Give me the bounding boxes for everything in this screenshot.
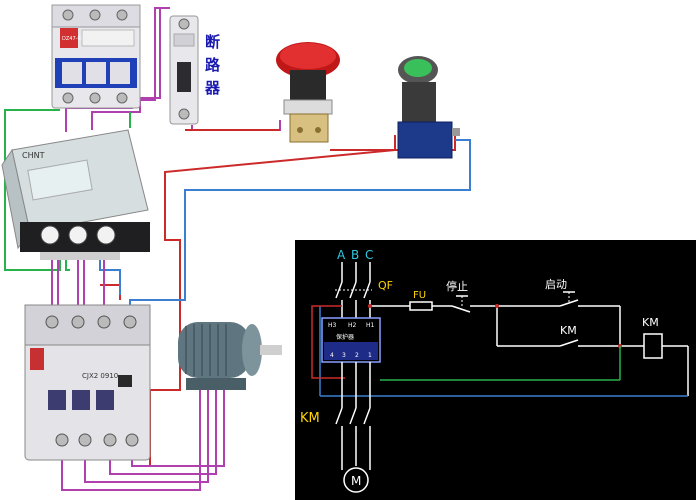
schematic-panel bbox=[295, 240, 696, 500]
motor-icon bbox=[178, 322, 282, 390]
breaker-caption-3: 器 bbox=[204, 79, 221, 97]
breaker-small-label: DZ47-60 bbox=[62, 36, 84, 42]
km-aux-label: KM bbox=[560, 324, 577, 337]
phase-c-label: C bbox=[365, 248, 373, 262]
stop-label: 停止 bbox=[446, 279, 468, 293]
stop-button-icon bbox=[276, 42, 340, 143]
h2-label: H2 bbox=[348, 322, 357, 329]
breaker-caption-1: 断 bbox=[205, 33, 220, 51]
contactor-model: CJX2 0910 bbox=[82, 372, 118, 380]
protector-brand: CHNT bbox=[22, 151, 45, 160]
motor-protector-icon: CHNT bbox=[1, 129, 150, 260]
qf-label: QF bbox=[378, 279, 393, 292]
schematic-wires bbox=[311, 262, 689, 493]
start-label: 启动 bbox=[545, 278, 567, 291]
km-main-label: KM bbox=[300, 411, 320, 426]
terminal-4-label: 4 bbox=[330, 352, 334, 359]
contactor-icon: CJX2 0910 bbox=[24, 304, 151, 461]
phase-a-label: A bbox=[337, 248, 346, 262]
motor-label: M bbox=[351, 474, 361, 488]
three-pole-breaker: DZ47-60 bbox=[51, 4, 141, 109]
single-pole-breaker bbox=[169, 15, 199, 125]
terminal-3-label: 3 bbox=[342, 352, 346, 359]
breaker-caption-2: 路 bbox=[205, 56, 221, 74]
km-coil-label: KM bbox=[642, 316, 659, 329]
start-button-icon bbox=[397, 56, 460, 159]
protector-title: 保护器 bbox=[336, 333, 354, 341]
terminal-1-label: 1 bbox=[368, 352, 372, 359]
fu-label: FU bbox=[413, 290, 426, 301]
phase-b-label: B bbox=[351, 248, 359, 262]
h3-label: H3 bbox=[328, 322, 337, 329]
terminal-2-label: 2 bbox=[355, 352, 359, 359]
h1-label: H1 bbox=[366, 322, 375, 329]
